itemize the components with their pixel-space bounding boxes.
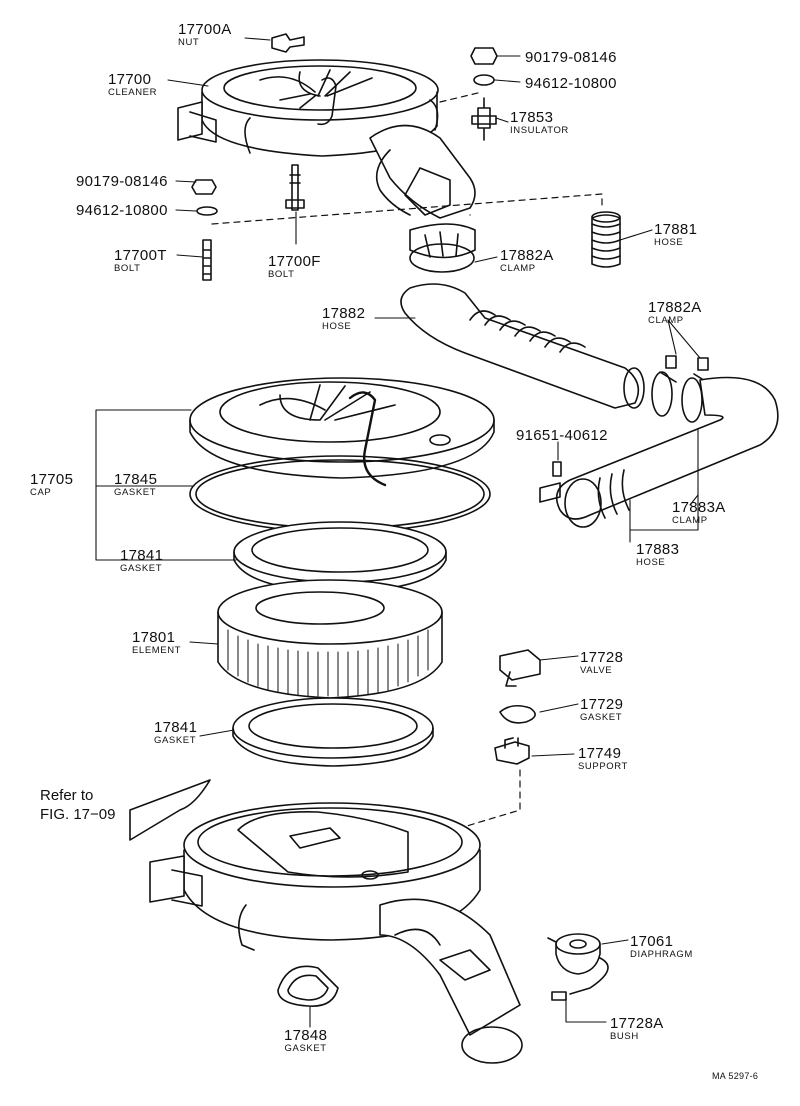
label-17848: 17848 GASKET: [284, 1027, 328, 1054]
cleaner-top-assembly: [177, 33, 476, 273]
label-17728: 17728 VALVE: [580, 649, 624, 676]
label-17700T: 17700T BOLT: [114, 247, 167, 274]
label-17700F: 17700F BOLT: [268, 253, 321, 280]
cap-17705: [189, 377, 495, 487]
leader-lines: [95, 37, 701, 1028]
label-17728A: 17728A BUSH: [610, 1015, 664, 1042]
label-17882A-right: 17882A CLAMP: [648, 299, 702, 326]
label-91651: 91651-40612: [516, 427, 608, 444]
label-17883: 17883 HOSE: [636, 541, 680, 568]
refer-to-line1: Refer to: [40, 787, 94, 804]
label-17883A: 17883A CLAMP: [672, 499, 726, 526]
hose-17883: [539, 376, 779, 528]
label-17882A-upper: 17882A CLAMP: [500, 247, 554, 274]
label-17061: 17061 DIAPHRAGM: [630, 933, 693, 960]
gasket-17845: [189, 455, 491, 533]
label-90179-left: 90179-08146: [76, 173, 168, 190]
gasket-17841-upper: [233, 521, 447, 593]
label-17749: 17749 SUPPORT: [578, 745, 628, 772]
clamps-right: [651, 355, 711, 423]
gasket-17841-lower: [232, 697, 434, 767]
label-94612-top: 94612-10800: [525, 75, 617, 92]
label-17841-upper: 17841 GASKET: [120, 547, 164, 574]
refer-to-note: Refer to FIG. 17−09: [40, 786, 115, 824]
label-17845: 17845 GASKET: [114, 471, 158, 498]
hose-17882: [400, 283, 645, 409]
cleaner-base: [149, 802, 523, 1064]
label-17705: 17705 CAP: [30, 471, 74, 498]
diaphragm-group: [547, 933, 609, 1001]
label-17700A: 17700A NUT: [178, 21, 232, 48]
top-hardware: [191, 47, 621, 281]
drawing-code: MA 5297-6: [712, 1071, 759, 1081]
refer-to-line2: FIG. 17−09: [40, 806, 116, 823]
label-17801: 17801 ELEMENT: [132, 629, 182, 656]
label-17841-lower: 17841 GASKET: [154, 719, 198, 746]
label-90179-top: 90179-08146: [525, 49, 617, 66]
valve-group: [494, 649, 541, 765]
refer-flap-shape: [129, 779, 211, 841]
label-17882: 17882 HOSE: [322, 305, 366, 332]
label-17853: 17853 INSULATOR: [510, 109, 569, 136]
label-17729: 17729 GASKET: [580, 696, 624, 723]
dashed-leaders-top: [211, 91, 603, 225]
label-17700: 17700 CLEANER: [108, 71, 158, 98]
label-94612-left: 94612-10800: [76, 202, 168, 219]
element-17801: [217, 579, 443, 699]
label-17881: 17881 HOSE: [654, 221, 698, 248]
